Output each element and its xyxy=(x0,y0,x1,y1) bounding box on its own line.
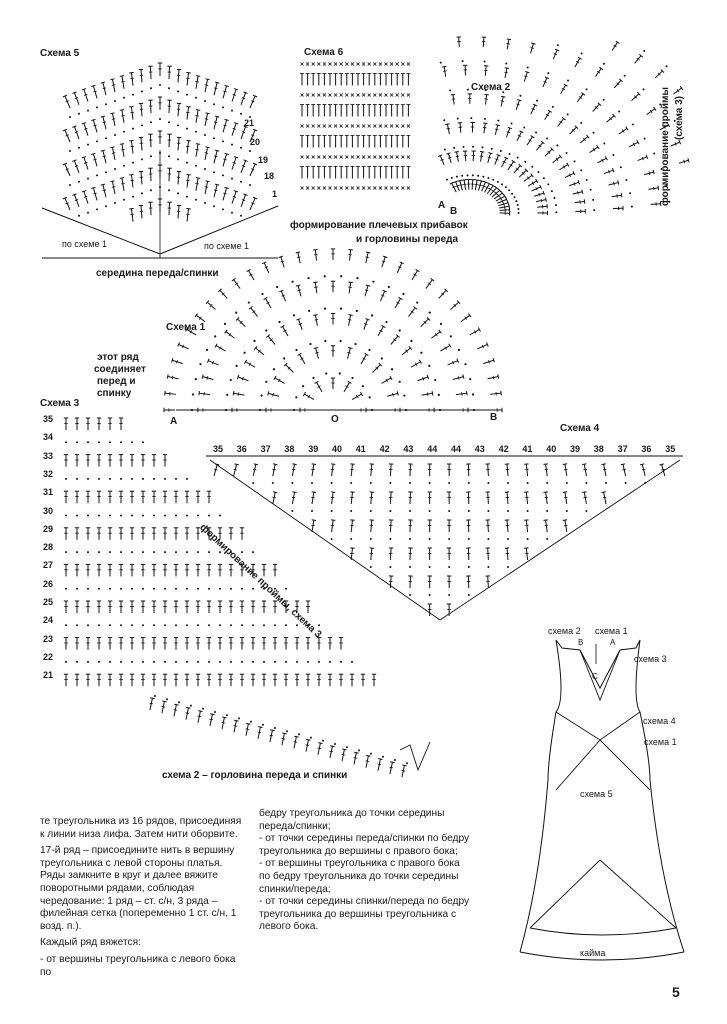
row-number: 27 xyxy=(43,560,54,571)
scheme1-title: Схема 1 xyxy=(166,322,206,333)
row-number: 35 xyxy=(43,414,54,424)
row-number: 37 xyxy=(260,444,271,454)
paragraph: Каждый ряд вяжется: xyxy=(40,937,141,949)
page-number: 5 xyxy=(672,984,680,1000)
scheme5-row-label: 1 xyxy=(272,189,278,199)
dress-label-scheme5: схема 5 xyxy=(580,789,613,799)
dress-label-kayma: кайма xyxy=(580,948,606,958)
row-number: 36 xyxy=(236,444,247,454)
scheme6-title: Схема 6 xyxy=(304,47,344,58)
paragraph: бедру треугольника до точки середины пер… xyxy=(259,808,445,832)
row-number: 34 xyxy=(43,432,54,443)
row-number: 26 xyxy=(43,578,54,589)
scheme4-title: Схема 4 xyxy=(560,423,600,434)
row-number: 42 xyxy=(498,444,509,454)
row-number: 39 xyxy=(308,444,319,454)
this-row-label-3: перед и xyxy=(97,376,136,387)
scheme3-title: Схема 3 xyxy=(40,398,80,409)
row-number: 38 xyxy=(593,444,604,454)
row-number: 43 xyxy=(403,444,414,454)
this-row-label-2: соединяет xyxy=(94,364,146,375)
row-number: 39 xyxy=(570,444,581,454)
this-row-label-4: спинку xyxy=(97,388,132,399)
paragraph: те треугольника из 16 рядов, присоединя­… xyxy=(40,816,242,840)
dress-point-b: B xyxy=(578,638,584,647)
scheme1-point-a: A xyxy=(170,416,178,427)
row-number: 43 xyxy=(474,444,485,454)
row-number: 25 xyxy=(43,597,54,607)
dress-point-a: A xyxy=(610,638,616,647)
row-number: 41 xyxy=(355,444,366,454)
row-number: 21 xyxy=(43,670,54,681)
paragraph: - от вершины треугольника с правого бока… xyxy=(259,858,460,895)
row-number: 23 xyxy=(43,633,54,644)
row-number: 32 xyxy=(43,468,54,479)
scheme5-title: Схема 5 xyxy=(40,48,80,59)
row-number: 44 xyxy=(427,444,438,454)
row-number: 35 xyxy=(665,444,676,454)
row-number: 24 xyxy=(43,615,54,626)
row-number: 37 xyxy=(617,444,628,454)
row-number: 38 xyxy=(284,444,295,454)
dress-label-scheme3: схема 3 xyxy=(634,654,667,664)
scheme1-point-o: O xyxy=(331,414,339,425)
row-number: 28 xyxy=(43,542,54,553)
scheme2-title: Схема 2 xyxy=(471,82,511,93)
paragraph: - от вершины треугольника с левого бока … xyxy=(40,953,236,978)
po-scheme1-left: по схеме 1 xyxy=(62,239,107,249)
dress-label-scheme4: схема 4 xyxy=(643,716,676,726)
dress-label-scheme1-top: схема 1 xyxy=(595,626,628,636)
instructions-right-column: бедру треугольника до точки середины пер… xyxy=(259,808,471,934)
row-number: 41 xyxy=(522,444,533,454)
row-number: 40 xyxy=(332,444,343,454)
scheme2-neck-label: схема 2 – горловина переда и спинки xyxy=(162,770,348,781)
scheme5-row-label: 21 xyxy=(244,118,255,128)
paragraph: - от точки середины спинки/переда по бед… xyxy=(259,896,470,933)
row-number: 35 xyxy=(213,444,224,454)
row-number: 36 xyxy=(641,444,652,454)
dress-label-scheme2: схема 2 xyxy=(548,626,581,636)
shoulder-increase-label-2: и горловины переда xyxy=(356,234,459,245)
instructions-left-column: те треугольника из 16 рядов, присоединя­… xyxy=(40,816,248,983)
po-scheme1-right: по схеме 1 xyxy=(204,241,249,251)
scheme2-point-a: A xyxy=(438,200,446,211)
scheme5-row-label: 18 xyxy=(264,171,275,181)
row-number: 42 xyxy=(379,444,390,454)
scheme5-row-label: 19 xyxy=(258,155,269,165)
dress-label-scheme1: схема 1 xyxy=(644,737,677,747)
row-number: 44 xyxy=(451,444,462,454)
shoulder-increase-label-1: формирование плечевых прибавок xyxy=(290,220,468,231)
row-number: 22 xyxy=(43,651,54,662)
paragraph: 17-й ряд – присоедините нить в вершину т… xyxy=(40,845,237,932)
row-number: 29 xyxy=(43,523,54,534)
scheme5-row-label: 20 xyxy=(250,137,261,147)
row-number: 40 xyxy=(546,444,557,454)
paragraph: - от точки середины переда/спинки по бед… xyxy=(259,833,470,857)
this-row-label-1: этот ряд xyxy=(97,352,139,363)
row-number: 33 xyxy=(43,450,54,461)
row-number: 30 xyxy=(43,505,54,516)
scheme1-point-b: B xyxy=(490,412,498,423)
middle-front-back-label: середина переда/спинки xyxy=(96,268,219,279)
row-number: 31 xyxy=(43,487,54,498)
scheme2-point-b: B xyxy=(450,206,458,217)
dress-point-c: C xyxy=(592,672,598,681)
